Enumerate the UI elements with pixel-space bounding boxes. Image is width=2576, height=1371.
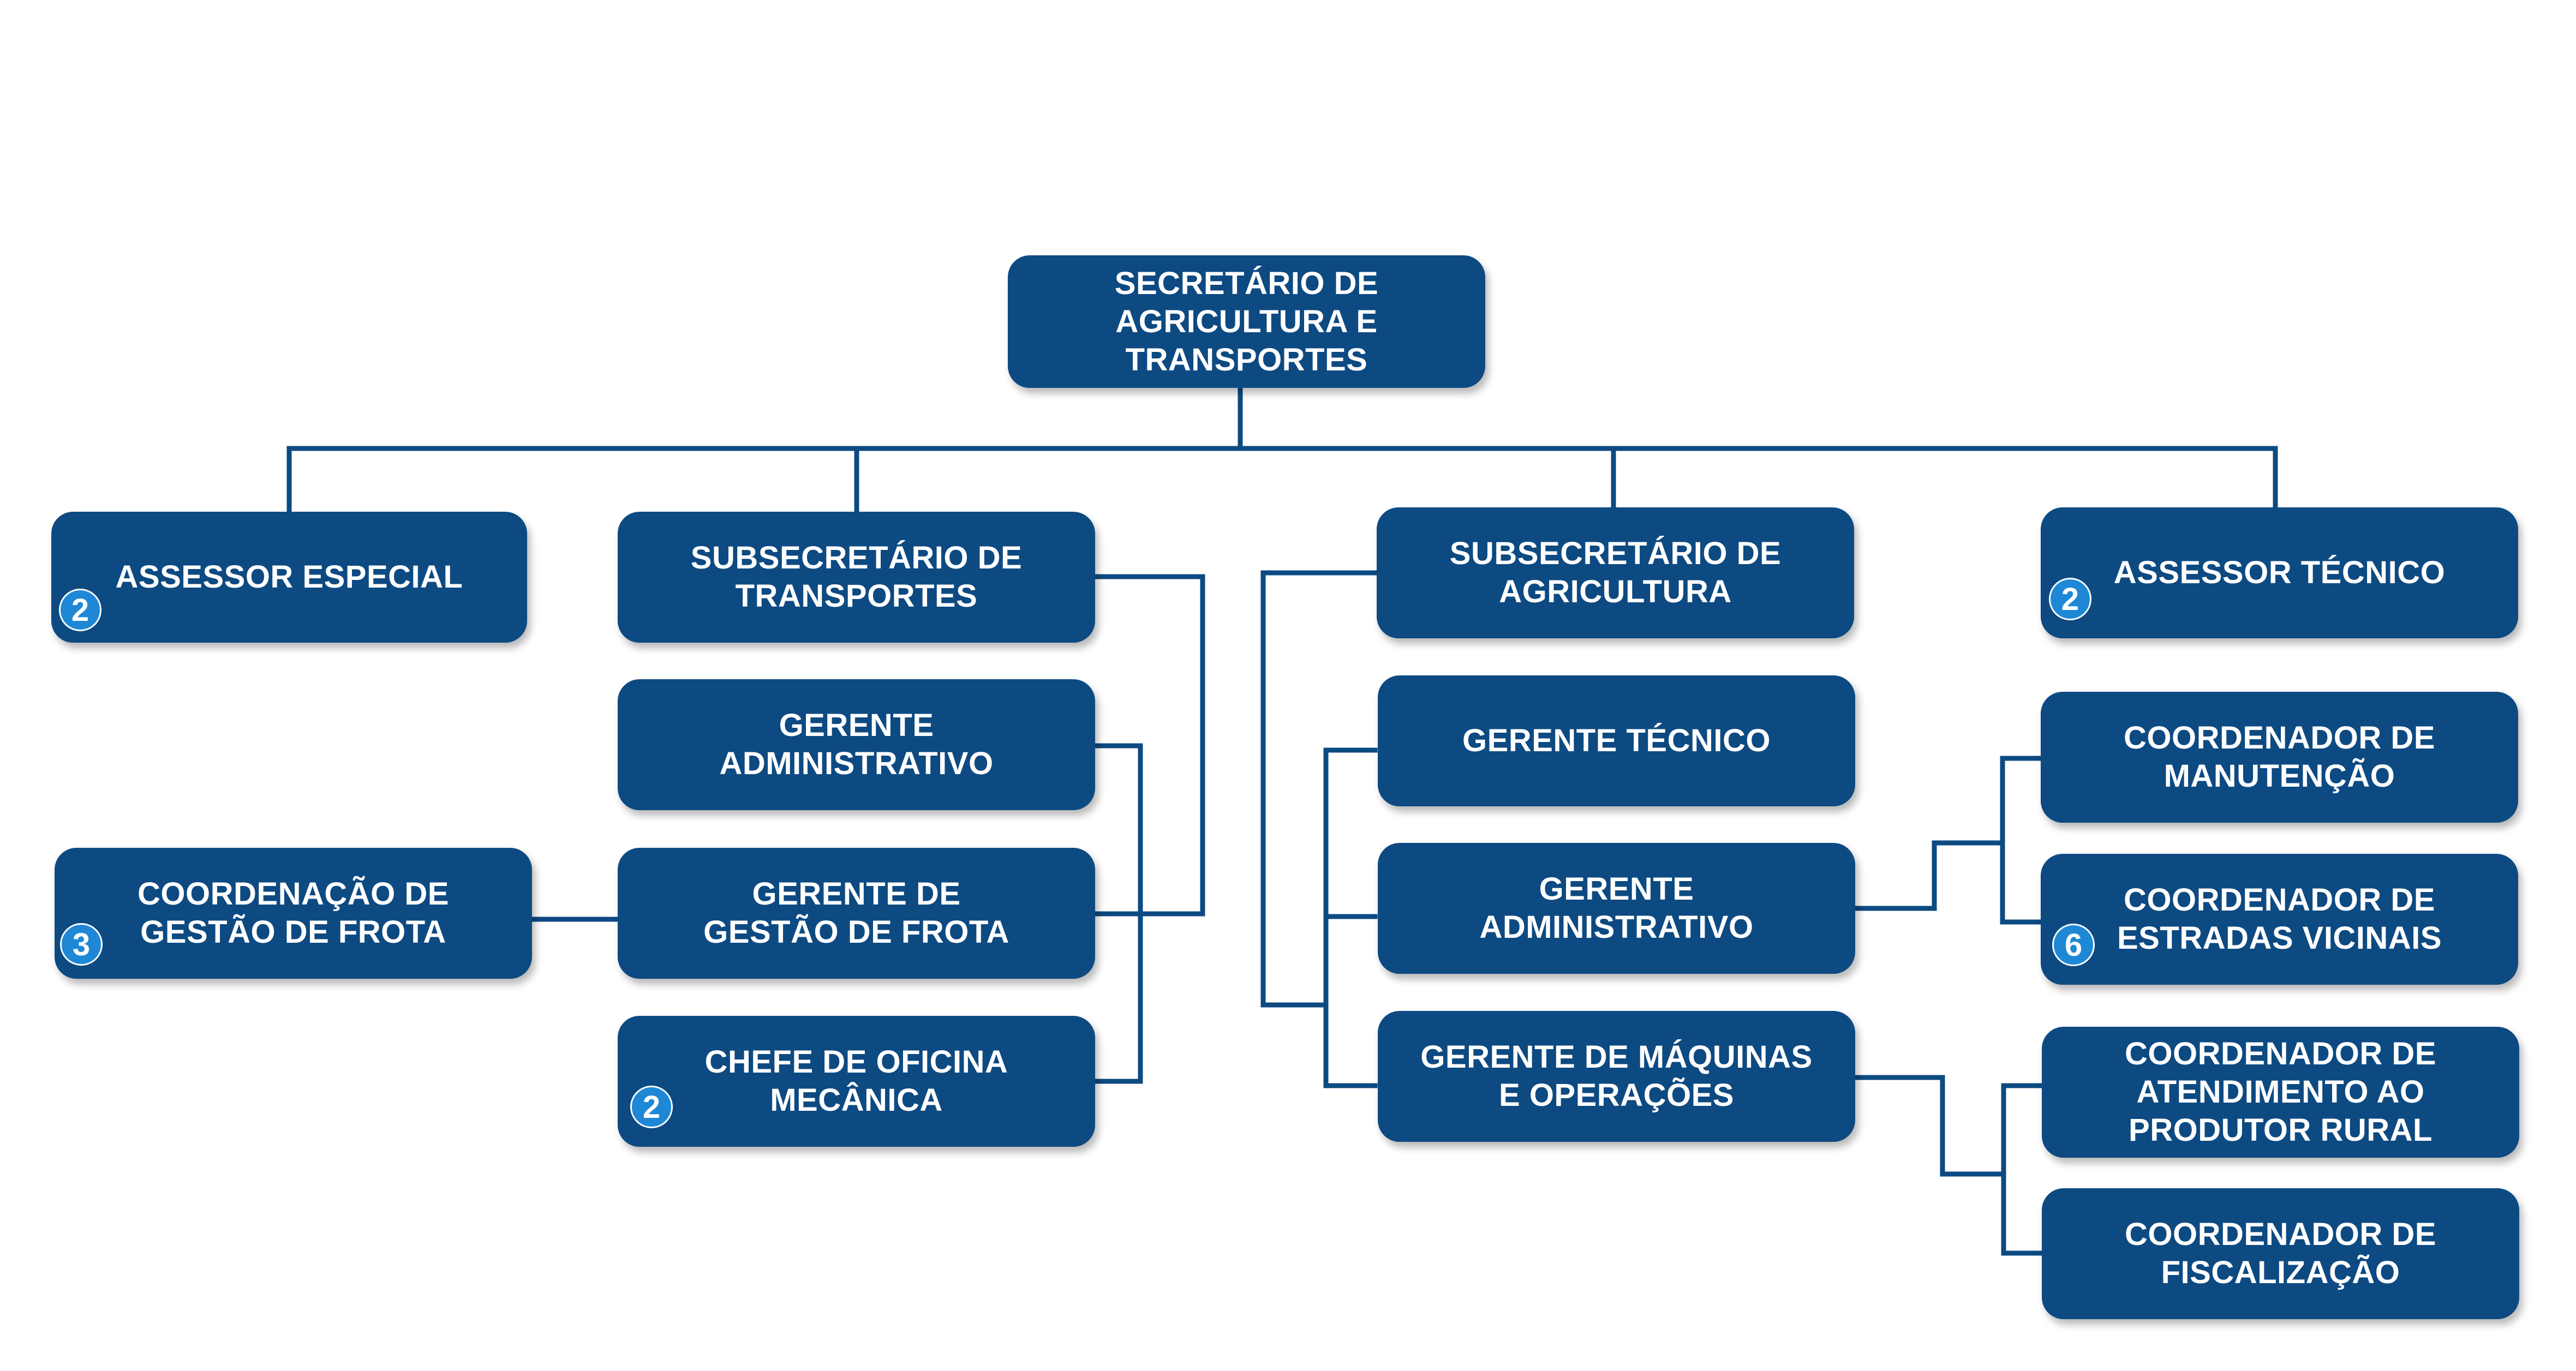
node-coordenador-atendimento-produtor[interactable]: COORDENADOR DE ATENDIMENTO AO PRODUTOR R… (2042, 1027, 2519, 1158)
node-coordenador-estradas-vicinais[interactable]: COORDENADOR DE ESTRADAS VICINAIS (2041, 854, 2518, 985)
connector-maquinas-to-coords (1852, 1075, 2006, 1177)
node-label: ASSESSOR ESPECIAL (115, 559, 463, 595)
node-subsecretario-agricultura[interactable]: SUBSECRETÁRIO DE AGRICULTURA (1377, 507, 1854, 638)
node-gerente-administrativo-agricultura[interactable]: GERENTE ADMINISTRATIVO (1378, 843, 1855, 974)
node-label: GERENTE DE GESTÃO DE FROTA (703, 876, 1009, 950)
count-badge-assessor-especial: 2 (59, 589, 101, 631)
node-gerente-gestao-frota[interactable]: GERENTE DE GESTÃO DE FROTA (618, 848, 1095, 979)
connector-coords-bracket-lower (2001, 1083, 2045, 1256)
node-secretario[interactable]: SECRETÁRIO DE AGRICULTURA E TRANSPORTES (1008, 255, 1485, 388)
node-label: SECRETÁRIO DE AGRICULTURA E TRANSPORTES (1114, 265, 1379, 378)
count-badge-assessor-tecnico: 2 (2049, 578, 2091, 620)
connector-subsec-transp-to-frota (1092, 574, 1205, 917)
node-assessor-tecnico[interactable]: ASSESSOR TÉCNICO (2041, 507, 2518, 638)
connector-subsec-agri-left (1260, 570, 1378, 1008)
node-gerente-administrativo-transportes[interactable]: GERENTE ADMINISTRATIVO (618, 679, 1095, 810)
node-coordenador-fiscalizacao[interactable]: COORDENADOR DE FISCALIZAÇÃO (2042, 1188, 2519, 1319)
node-label: SUBSECRETÁRIO DE AGRICULTURA (1449, 536, 1782, 609)
connector-coords-bracket-upper (2000, 756, 2043, 925)
node-label: COORDENADOR DE MANUTENÇÃO (2124, 720, 2435, 794)
node-label: COORDENADOR DE ATENDIMENTO AO PRODUTOR R… (2125, 1036, 2436, 1148)
connector-gerentes-transp-bracket (1092, 743, 1143, 1084)
node-label: COORDENAÇÃO DE GESTÃO DE FROTA (138, 876, 449, 950)
node-subsecretario-transportes[interactable]: SUBSECRETÁRIO DE TRANSPORTES (618, 512, 1095, 643)
node-label: COORDENADOR DE ESTRADAS VICINAIS (2117, 882, 2442, 956)
node-gerente-maquinas-operacoes[interactable]: GERENTE DE MÁQUINAS E OPERAÇÕES (1378, 1011, 1855, 1142)
node-gerente-tecnico[interactable]: GERENTE TÉCNICO (1378, 675, 1855, 806)
node-label: ASSESSOR TÉCNICO (2113, 555, 2446, 590)
connector-adm-to-coords (1852, 840, 2005, 911)
node-coordenador-manutencao[interactable]: COORDENADOR DE MANUTENÇÃO (2041, 692, 2518, 823)
node-coordenacao-gestao-frota[interactable]: COORDENAÇÃO DE GESTÃO DE FROTA (55, 848, 532, 979)
node-label: COORDENADOR DE FISCALIZAÇÃO (2125, 1217, 2436, 1290)
node-assessor-especial[interactable]: ASSESSOR ESPECIAL (51, 512, 527, 643)
node-label: SUBSECRETÁRIO DE TRANSPORTES (690, 540, 1023, 614)
node-label: GERENTE ADMINISTRATIVO (1479, 871, 1754, 945)
count-badge-coordenador-estradas: 6 (2052, 924, 2095, 966)
count-badge-coordenacao-gestao-frota: 3 (60, 923, 103, 966)
node-label: CHEFE DE OFICINA MECÂNICA (704, 1044, 1008, 1118)
node-label: GERENTE ADMINISTRATIVO (719, 708, 994, 781)
count-badge-chefe-oficina: 2 (630, 1086, 673, 1128)
node-label: GERENTE DE MÁQUINAS E OPERAÇÕES (1420, 1039, 1813, 1113)
node-chefe-oficina-mecanica[interactable]: CHEFE DE OFICINA MECÂNICA (618, 1016, 1095, 1147)
node-label: GERENTE TÉCNICO (1462, 723, 1771, 758)
